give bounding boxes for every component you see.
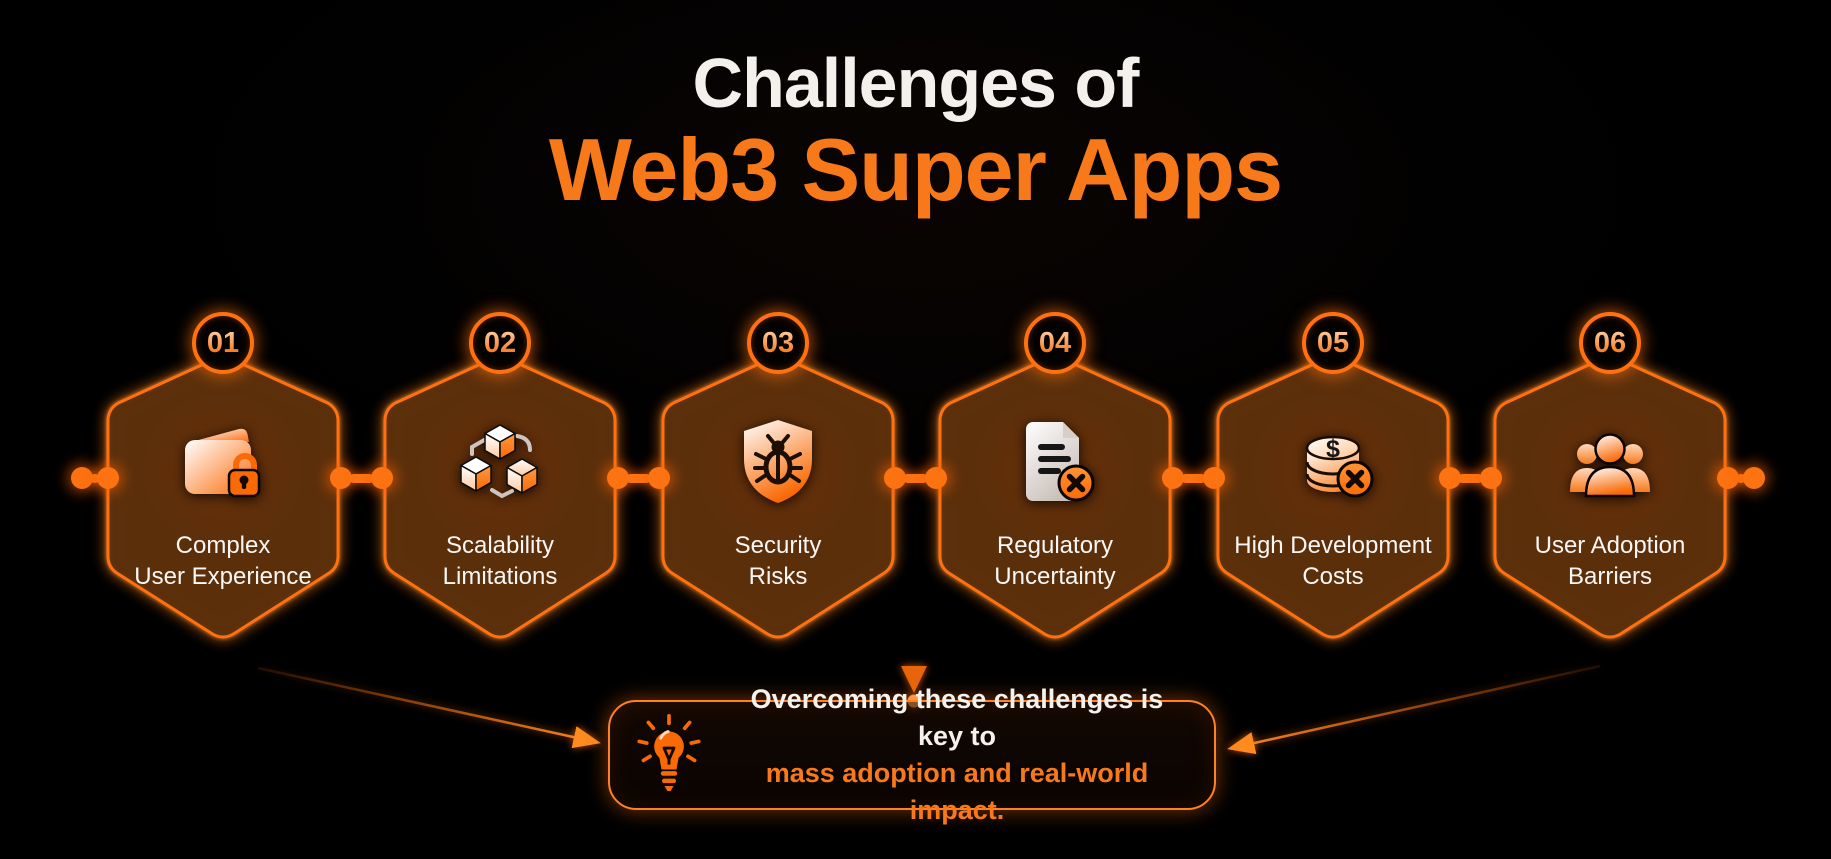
coins-cost-icon: $	[1281, 410, 1385, 514]
connector-dumbbell-left-edge	[71, 467, 119, 489]
challenge-card-2: 02	[382, 312, 618, 642]
number-badge: 02	[469, 312, 531, 374]
wallet-lock-icon	[171, 410, 275, 514]
users-group-icon	[1558, 410, 1662, 514]
challenge-card-1: 01 Complex User Experience	[105, 312, 341, 642]
challenge-card-4: 04	[937, 312, 1173, 642]
card-number: 03	[761, 326, 795, 359]
card-number: 02	[483, 326, 517, 359]
challenge-card-6: 06	[1492, 312, 1728, 642]
summary-text: Overcoming these challenges is key to ma…	[726, 681, 1188, 829]
pointer-line-left	[257, 666, 601, 749]
connector-dumbbell-right-edge	[1717, 467, 1765, 489]
card-number: 01	[206, 326, 240, 359]
number-badge: 06	[1579, 312, 1641, 374]
card-glow	[400, 382, 600, 592]
connector-dumbbell-5	[1439, 467, 1502, 489]
number-badge: 01	[192, 312, 254, 374]
card-label: Scalability Limitations	[442, 532, 558, 590]
card-number: 04	[1038, 326, 1072, 359]
summary-text-line-2: mass adoption and real-world impact.	[765, 758, 1149, 825]
lightbulb-icon	[636, 711, 702, 800]
card-label: User Adoption Barriers	[1534, 532, 1686, 590]
card-number: 06	[1593, 326, 1627, 359]
connector-dumbbell-4	[1162, 467, 1225, 489]
hexagon-outline	[1216, 355, 1450, 639]
shield-bug-icon	[726, 410, 830, 514]
title-line-2: Web3 Super Apps	[548, 120, 1283, 219]
card-label: Regulatory Uncertainty	[994, 532, 1116, 590]
summary-text-line-1: Overcoming these challenges is key to	[750, 684, 1164, 751]
card-label: Security Risks	[734, 532, 822, 590]
number-badge: 03	[747, 312, 809, 374]
svg-text:$: $	[1326, 435, 1340, 463]
connector-dumbbell-2	[607, 467, 670, 489]
connector-dumbbell-1	[330, 467, 393, 489]
summary-callout: Overcoming these challenges is key to ma…	[608, 684, 1216, 825]
arrow-down-icon	[901, 666, 927, 693]
card-label: Complex User Experience	[134, 532, 312, 590]
page-title: Challenges of Web3 Super Apps	[0, 44, 1831, 218]
card-label: High Development Costs	[1234, 532, 1432, 590]
card-number: 05	[1316, 326, 1350, 359]
pointer-line-right	[1227, 664, 1601, 755]
challenge-card-3: 03 Security	[660, 312, 896, 642]
hexagon-outline	[106, 355, 340, 639]
blockchain-cubes-icon	[448, 410, 552, 514]
number-badge: 05	[1302, 312, 1364, 374]
challenge-card-5: 05	[1215, 312, 1451, 642]
connector-dumbbell-3	[884, 467, 947, 489]
title-line-1: Challenges of	[692, 44, 1140, 122]
number-badge: 04	[1024, 312, 1086, 374]
document-rejected-icon	[1003, 410, 1107, 514]
